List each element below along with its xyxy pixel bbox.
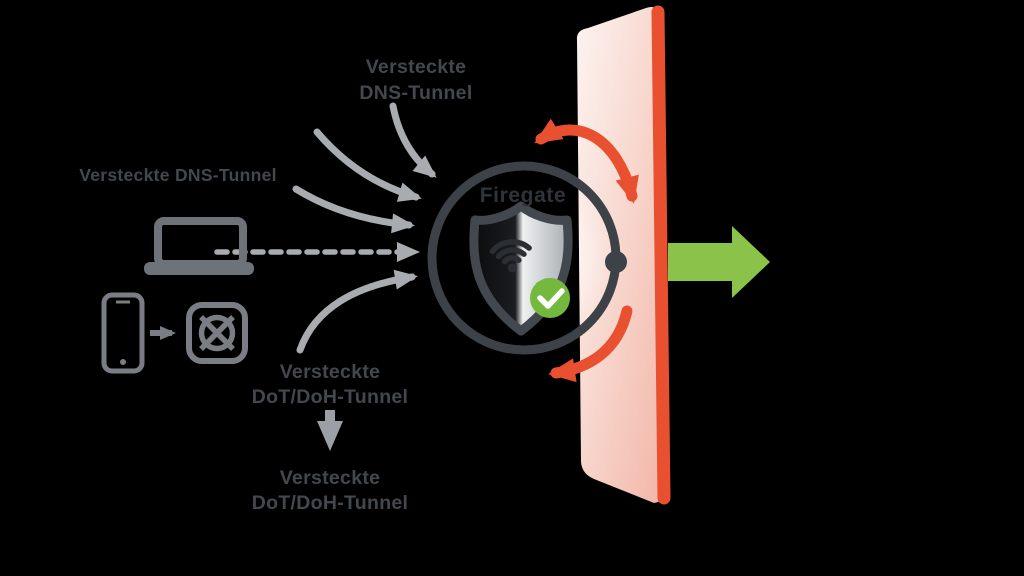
- laptop-icon: [144, 217, 254, 275]
- incoming-tunnel-arrows: [214, 102, 437, 354]
- allowed-traffic-arrow: [668, 226, 770, 298]
- check-badge-circle: [530, 278, 570, 318]
- gate-title: Firegate: [479, 184, 567, 207]
- label-line: Versteckte: [279, 361, 381, 383]
- blocked-arrow-bottom: [548, 305, 633, 383]
- blocked-arrow-top: [534, 118, 639, 204]
- check-mark: [537, 288, 565, 309]
- label-line: Versteckte: [365, 56, 467, 78]
- label-line: Versteckte: [279, 467, 381, 489]
- blocked-traffic-arrows: [534, 118, 639, 383]
- shield-wifi-icon: [469, 201, 573, 336]
- blocked-app-icon: [186, 302, 248, 364]
- firewall-edge: [651, 5, 671, 505]
- tunnel-arrow-left: [292, 185, 415, 234]
- label-line: DoT/DoH-Tunnel: [251, 386, 409, 408]
- label-line: DNS-Tunnel: [359, 82, 473, 104]
- label-hidden-dns-tunnel-top: Versteckte DNS-Tunnel: [300, 54, 532, 106]
- label-hidden-dot-doh-tunnel-bottom: Versteckte DoT/DoH-Tunnel: [214, 466, 446, 516]
- label-line: DoT/DoH-Tunnel: [251, 492, 409, 514]
- tunnel-arrow-upper-left: [313, 128, 422, 202]
- wifi-icon: [489, 239, 532, 273]
- check-badge-icon: [530, 278, 570, 318]
- tunnel-arrow-top: [389, 102, 437, 178]
- label-line: Versteckte DNS-Tunnel: [79, 165, 277, 185]
- scan-ring-node: [605, 251, 627, 273]
- label-hidden-dot-doh-tunnel-middle: Versteckte DoT/DoH-Tunnel: [214, 360, 446, 410]
- tunnel-arrow-lower-left: [296, 269, 418, 354]
- smartphone-icon: [101, 292, 145, 374]
- label-hidden-dns-tunnel-left: Versteckte DNS-Tunnel: [40, 164, 316, 186]
- scan-ring-icon: [427, 161, 627, 355]
